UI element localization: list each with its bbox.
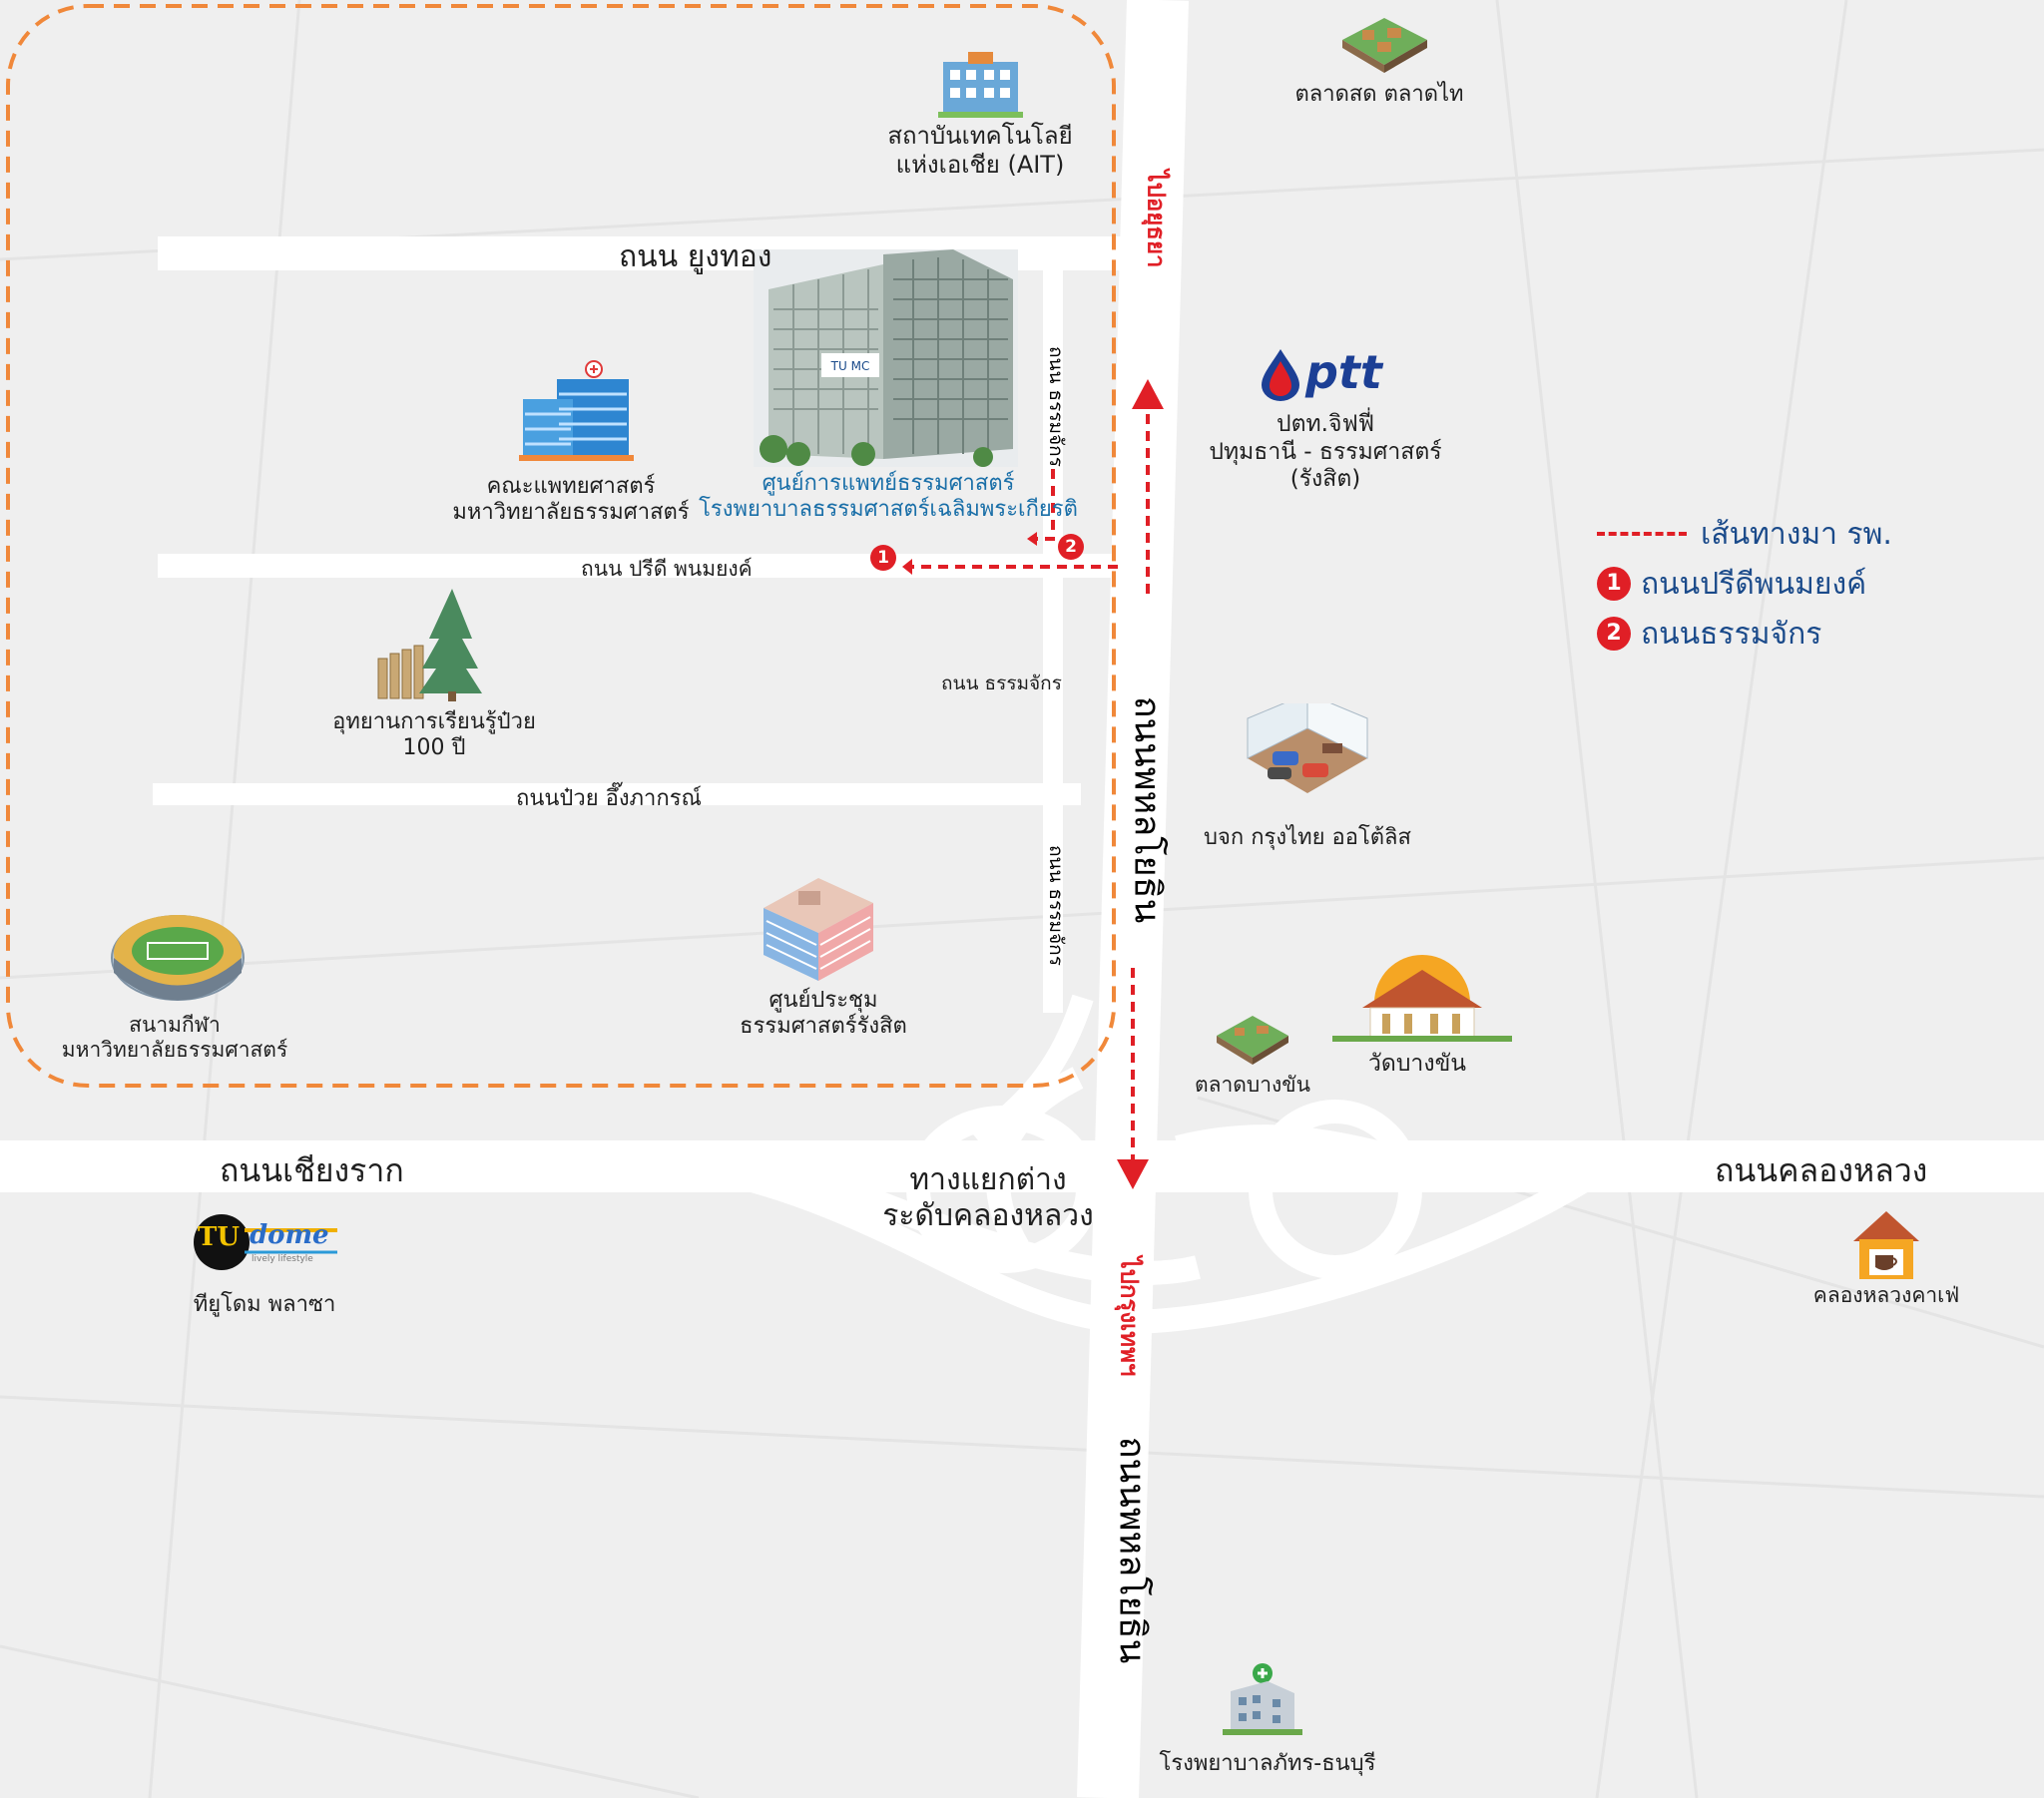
chiang-rak-road-label: ถนนเชียงราก <box>220 1151 404 1189</box>
tu-dome-tagline: lively lifestyle <box>252 1254 313 1264</box>
route-marker-2: 2 <box>1058 534 1084 560</box>
wat-bangkhan-label-line1: วัดบางขัน <box>1367 1051 1467 1077</box>
market-small-icon <box>1217 1016 1288 1065</box>
convention-label-line2: ธรรมศาสตร์รังสิต <box>740 1014 907 1040</box>
stadium-label-line2: มหาวิทยาลัยธรรมศาสตร์ <box>61 1038 288 1063</box>
phahon-yothin-north-label: ถนนพหลโยธิน <box>1126 695 1168 924</box>
ait-label-line2: แห่งเอเชีย (AIT) <box>895 150 1065 179</box>
thammachak-lower-label: ถนน ธรรมจักร <box>1045 845 1067 966</box>
campus-boundary <box>6 4 1116 1088</box>
ait-label: สถาบันเทคโนโลยี แห่งเอเชีย (AIT) <box>860 122 1100 180</box>
tu-dome-logo: TU dome lively lifestyle <box>190 1212 339 1272</box>
convention-label-line1: ศูนย์ประชุม <box>768 988 878 1013</box>
convention-center-icon <box>764 878 873 981</box>
bhattara-hospital-label: โรงพยาบาลภัทร-ธนบุรี <box>1148 1751 1387 1777</box>
legend-item-1: 1 ถนนปรีดีพนมยงค์ <box>1597 559 1892 609</box>
stadium-label: สนามกีฬา มหาวิทยาลัยธรรมศาสตร์ <box>55 1013 294 1063</box>
legend-badge-1: 1 <box>1597 567 1631 601</box>
medicine-label-line1: คณะแพทยศาสตร์ <box>486 474 656 499</box>
route-legend: เส้นทางมา รพ. 1 ถนนปรีดีพนมยงค์ 2 ถนนธรร… <box>1597 509 1892 659</box>
hospital-label: ศูนย์การแพทย์ธรรมศาสตร์ โรงพยาบาลธรรมศาส… <box>699 471 1078 524</box>
chiang-rak-khlong-luang-road <box>0 1140 2044 1192</box>
stadium-icon <box>111 915 245 1001</box>
puey-road-label: ถนนป๋วย อึ๊งภากรณ์ <box>516 786 702 811</box>
market-icon <box>1342 18 1427 73</box>
ptt-drop-icon <box>1262 349 1299 401</box>
hospital-label-line2: โรงพยาบาลธรรมศาสตร์เฉลิมพระเกียรติ <box>699 497 1078 523</box>
tudome-label-line1: ทียูโดม พลาซา <box>193 1292 336 1317</box>
ptt-label-line2: ปทุมธานี - ธรรมศาสตร์ <box>1209 438 1442 465</box>
preedi-road-label: ถนน ปรีดี พนมยงค์ <box>581 557 753 581</box>
interchange-line2: ระดับคลองหลวง <box>882 1198 1094 1233</box>
interchange-label: ทางแยกต่าง ระดับคลองหลวง <box>863 1162 1113 1234</box>
talad-bangkhan-label-line1: ตลาดบางขัน <box>1194 1073 1311 1097</box>
stadium-label-line1: สนามกีฬา <box>129 1013 221 1037</box>
krungthai-auto-label-line1: บจก กรุงไทย ออโต้ลิส <box>1204 825 1411 850</box>
tu-dome-main: TU <box>198 1222 241 1252</box>
medicine-label-line2: มหาวิทยาลัยธรรมศาสตร์ <box>452 500 690 526</box>
svg-text:TU MC: TU MC <box>830 359 870 373</box>
hospital-label-line1: ศูนย์การแพทย์ธรรมศาสตร์ <box>762 471 1015 496</box>
car-showroom-icon <box>1247 703 1368 793</box>
cafe-icon <box>1853 1211 1919 1279</box>
phahon-yothin-south-label: ถนนพหลโยธิน <box>1111 1436 1153 1664</box>
talad-thai-label: ตลาดสด ตลาดไท <box>1279 82 1479 108</box>
route-to-hospital <box>910 397 1150 1172</box>
bhattara-label-line1: โรงพยาบาลภัทร-ธนบุรี <box>1159 1751 1376 1776</box>
khlong-luang-road-label: ถนนคลองหลวง <box>1715 1151 1928 1189</box>
tu-dome-word: dome <box>250 1220 329 1250</box>
route-arrowheads <box>902 379 1164 1189</box>
bhattara-hospital-icon <box>1223 1663 1302 1735</box>
legend-route-label: เส้นทางมา รพ. <box>1701 516 1892 552</box>
puey-road <box>153 783 1081 805</box>
park-label-line1: อุทยานการเรียนรู้ป๋วย <box>332 709 536 734</box>
interchange-line1: ทางแยกต่าง <box>909 1162 1067 1197</box>
thammachak-upper-label: ถนน ธรรมจักร <box>1045 346 1067 467</box>
ptt-label-line1: ปตท.จิฟฟี่ <box>1276 411 1375 437</box>
convention-label: ศูนย์ประชุม ธรรมศาสตร์รังสิต <box>714 988 933 1041</box>
pine-tree-icon <box>377 589 482 701</box>
route-marker-1: 1 <box>870 545 896 571</box>
ptt-wordmark: ptt <box>1305 345 1382 399</box>
tudome-label: ทียูโดม พลาซา <box>170 1292 359 1318</box>
temple-icon <box>1332 955 1512 1043</box>
krungthai-auto-label: บจก กรุงไทย ออโต้ลิส <box>1183 825 1432 851</box>
hospital-building-icon: TU MC <box>754 249 1018 467</box>
wat-bangkhan-label: วัดบางขัน <box>1357 1051 1477 1079</box>
ptt-label-line3: (รังสิต) <box>1289 466 1361 493</box>
thammachak-road <box>1043 270 1063 1013</box>
thammachak-mid-label: ถนน ธรรมจักร <box>941 673 1062 694</box>
legend-dashed-line <box>1597 532 1687 536</box>
legend-badge-2: 2 <box>1597 617 1631 651</box>
phahon-yothin-road <box>1077 0 1189 1798</box>
cafe-label: คลองหลวงคาเฟ่ <box>1796 1283 1976 1308</box>
to-bangkok-label: ไปกรุงเทพฯ <box>1115 1256 1144 1377</box>
ait-label-line1: สถาบันเทคโนโลยี <box>887 122 1073 150</box>
cafe-label-line1: คลองหลวงคาเฟ่ <box>1812 1283 1960 1307</box>
legend-route-row: เส้นทางมา รพ. <box>1597 509 1892 559</box>
park-label: อุทยานการเรียนรู้ป๋วย 100 ปี <box>304 709 564 762</box>
medicine-building-icon <box>519 360 634 461</box>
ait-building-icon <box>938 52 1023 118</box>
talad-bangkhan-label: ตลาดบางขัน <box>1178 1073 1327 1098</box>
legend-item-2-label: ถนนธรรมจักร <box>1641 616 1822 652</box>
yung-thong-road-label: ถนน ยูงทอง <box>619 239 772 274</box>
to-ayutthaya-label: ไปอยุธยา <box>1142 170 1171 268</box>
park-label-line2: 100 ปี <box>402 735 466 761</box>
legend-item-2: 2 ถนนธรรมจักร <box>1597 609 1892 659</box>
talad-thai-label-line1: ตลาดสด ตลาดไท <box>1294 82 1464 107</box>
tu-dome-mark <box>194 1214 337 1270</box>
ptt-station-label: ปตท.จิฟฟี่ ปทุมธานี - ธรรมศาสตร์ (รังสิต… <box>1191 411 1460 494</box>
legend-item-1-label: ถนนปรีดีพนมยงค์ <box>1641 566 1867 602</box>
ptt-logo: ptt <box>1258 345 1397 402</box>
medicine-label: คณะแพทยศาสตร์ มหาวิทยาลัยธรรมศาสตร์ <box>431 474 711 527</box>
